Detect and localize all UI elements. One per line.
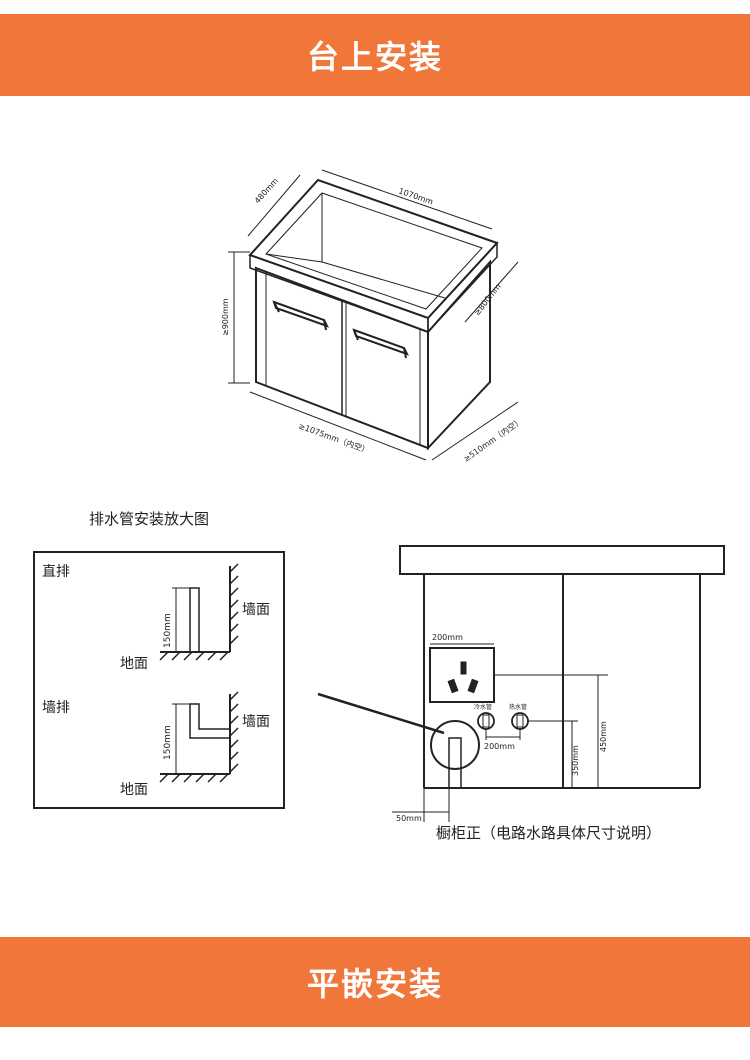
dim-line-depth-top <box>247 174 301 237</box>
drain-detail-box <box>33 551 285 809</box>
drain-offset-label: 50mm <box>396 814 422 823</box>
cabinet-3d-drawing <box>228 169 519 461</box>
basin-rim-inner <box>265 192 483 310</box>
walldrain-floor-label: 地面 <box>120 782 148 798</box>
wall-drain-label: 墙排 <box>42 700 70 716</box>
dim-line-depth-bottom <box>431 401 519 461</box>
direct-floor-label: 地面 <box>120 656 148 672</box>
section-banner-top: 台上安装 <box>0 14 750 96</box>
cabinet-front-drawing <box>392 545 725 822</box>
walldrain-wall-hatch <box>229 691 239 773</box>
cabinet-front-caption: 橱柜正（电路水路具体尺寸说明） <box>436 824 662 842</box>
walldrain-height-label: 150mm <box>163 725 173 760</box>
dim-height-right: ≥800mm <box>472 282 502 317</box>
direct-wall-hatch <box>229 563 239 645</box>
walldrain-pipe <box>189 703 231 739</box>
direct-drain-label: 直排 <box>42 563 70 580</box>
dim-width-bottom: ≥1075mm（内空） <box>297 420 371 455</box>
socket-width-label: 200mm <box>432 633 463 642</box>
drain-detail-labels: 直排 墙面 地面 150mm 墙排 墙面 地面 150mm <box>42 563 270 798</box>
drain-section-title: 排水管安装放大图 <box>89 510 210 528</box>
dim-depth-top: 480mm <box>253 176 280 205</box>
power-socket <box>429 647 495 703</box>
dim-line-width-top <box>321 169 493 230</box>
direct-wall-label: 墙面 <box>242 602 270 618</box>
dim-height-left: ≥900mm <box>221 298 230 336</box>
walldrain-floor-hatch <box>159 773 229 783</box>
cabinet-front-labels: 200mm 冷水管 热水管 200mm 350mm 450mm 50mm <box>396 633 608 823</box>
socket-height-label: 450mm <box>599 721 608 752</box>
basin-inner-floor-back <box>321 261 446 299</box>
direct-floor-hatch <box>159 651 229 661</box>
socket-pin-top <box>460 661 467 675</box>
pipe-spacing-label: 200mm <box>484 742 515 751</box>
direct-drain-pipe <box>189 587 200 653</box>
drain-outlet <box>430 720 480 770</box>
left-door-handle <box>272 300 330 328</box>
walldrain-wall-label: 墙面 <box>242 714 270 730</box>
pipe-height-label: 350mm <box>571 745 580 776</box>
drain-detail-frame <box>33 551 285 809</box>
countertop <box>399 545 725 575</box>
right-door-handle <box>352 328 410 356</box>
dim-line-height-right <box>464 261 519 323</box>
detail-leader-line <box>317 692 445 735</box>
basin-inner-floor-left <box>265 253 323 263</box>
dim-depth-bottom: ≥510mm（内空） <box>461 416 524 464</box>
dim-width-top: 1070mm <box>397 186 434 206</box>
cold-water-label: 冷水管 <box>474 703 492 711</box>
cabinet-side-face <box>427 259 491 451</box>
counter-side-edge <box>427 241 498 334</box>
socket-pin-left <box>447 678 459 694</box>
socket-pin-right <box>467 678 479 694</box>
drain-pipe <box>448 737 462 789</box>
hot-water-label: 热水管 <box>509 703 527 711</box>
dim-line-width-bottom <box>249 391 427 461</box>
direct-height-label: 150mm <box>163 613 173 648</box>
section-banner-bottom: 平嵌安装 <box>0 937 750 1027</box>
